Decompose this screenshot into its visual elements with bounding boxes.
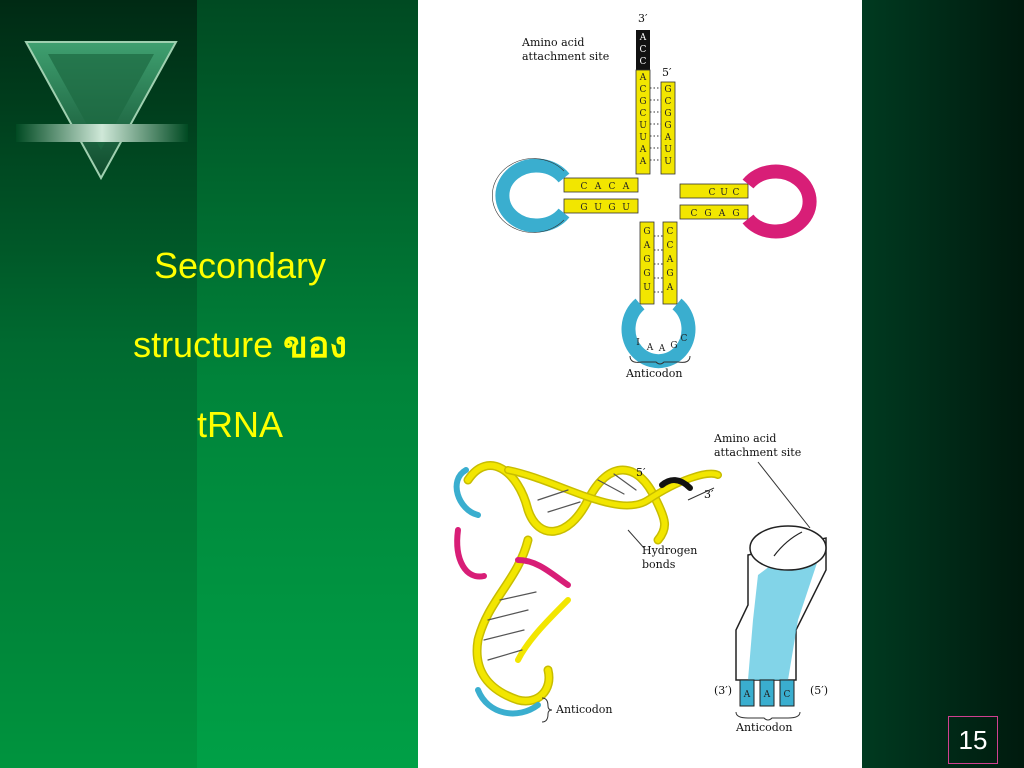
acceptor-stem-left xyxy=(635,69,651,175)
anticodon-loop xyxy=(621,298,696,369)
cylinder-five-prime-label: (5′) xyxy=(810,684,828,697)
t-loop xyxy=(742,164,817,239)
svg-text:U: U xyxy=(594,203,602,213)
top-amino-site-label-2: attachment site xyxy=(522,50,609,63)
svg-text:G: G xyxy=(639,97,646,107)
svg-text:C: C xyxy=(609,182,616,192)
title-line-3: tRNA xyxy=(196,404,283,445)
svg-text:C: C xyxy=(640,57,647,67)
hydrogen-bonds-label-2: bonds xyxy=(642,558,676,571)
svg-text:U: U xyxy=(622,203,630,213)
top-amino-site-label-1: Amino acid xyxy=(521,36,584,49)
acceptor-stem-right xyxy=(660,81,676,175)
title-word-structure: structure xyxy=(133,324,274,365)
svg-text:A: A xyxy=(639,33,647,43)
background-center-panel xyxy=(197,0,418,768)
svg-text:C: C xyxy=(667,241,674,251)
svg-text:G: G xyxy=(704,209,711,219)
svg-text:G: G xyxy=(608,203,615,213)
top-five-prime-label: 5′ xyxy=(662,66,672,79)
svg-text:G: G xyxy=(643,227,650,237)
svg-text:A: A xyxy=(666,283,674,293)
svg-text:A: A xyxy=(718,209,726,219)
svg-text:G: G xyxy=(643,255,650,265)
svg-text:C: C xyxy=(665,97,672,107)
bottom-amino-site-label-1: Amino acid xyxy=(713,432,776,445)
cylinder-three-prime-label: (3′) xyxy=(714,684,732,697)
svg-text:A: A xyxy=(664,133,672,143)
svg-text:A: A xyxy=(763,690,771,700)
svg-text:G: G xyxy=(732,209,739,219)
top-three-prime-label: 3′ xyxy=(638,12,648,25)
svg-text:G: G xyxy=(664,121,671,131)
triangle-logo-icon xyxy=(16,41,188,181)
svg-text:A: A xyxy=(666,255,674,265)
svg-text:A: A xyxy=(639,145,647,155)
svg-text:A: A xyxy=(658,344,666,354)
svg-text:A: A xyxy=(594,182,602,192)
svg-text:G: G xyxy=(643,269,650,279)
d-loop xyxy=(495,158,570,233)
svg-text:C: C xyxy=(681,334,688,344)
svg-text:U: U xyxy=(664,145,672,155)
svg-text:U: U xyxy=(639,121,647,131)
slide-title: Secondary structure ของ tRNA xyxy=(100,226,380,464)
svg-text:A: A xyxy=(743,690,751,700)
svg-text:A: A xyxy=(622,182,630,192)
bottom-anticodon-label-left: Anticodon xyxy=(555,703,613,716)
svg-text:I: I xyxy=(636,338,640,348)
svg-text:A: A xyxy=(639,73,647,83)
hydrogen-bonds-label-1: Hydrogen xyxy=(642,544,697,557)
page-number: 15 xyxy=(948,716,998,764)
svg-text:U: U xyxy=(720,188,728,198)
top-anticodon-label: Anticodon xyxy=(625,367,683,380)
svg-text:C: C xyxy=(581,182,588,192)
bottom-three-prime-label: 3′ xyxy=(704,488,714,501)
svg-text:C: C xyxy=(691,209,698,219)
trna-cylinder-model xyxy=(735,525,827,707)
bottom-anticodon-label-right: Anticodon xyxy=(735,721,793,734)
svg-text:G: G xyxy=(664,109,671,119)
svg-text:U: U xyxy=(664,157,672,167)
bottom-amino-site-label-2: attachment site xyxy=(714,446,801,459)
title-line-2: structure ของ xyxy=(100,305,380,385)
svg-text:G: G xyxy=(670,341,677,351)
svg-text:U: U xyxy=(643,283,651,293)
background-right-panel xyxy=(862,0,1024,768)
svg-text:G: G xyxy=(666,269,673,279)
svg-text:G: G xyxy=(664,85,671,95)
title-line-1: Secondary xyxy=(153,245,327,286)
svg-text:C: C xyxy=(640,85,647,95)
svg-text:G: G xyxy=(580,203,587,213)
svg-text:A: A xyxy=(639,157,647,167)
bottom-five-prime-label: 5′ xyxy=(636,466,646,479)
acceptor-end xyxy=(636,30,650,70)
title-word-thai: ของ xyxy=(283,324,347,366)
trna-3d-ribbon xyxy=(453,461,722,717)
svg-text:C: C xyxy=(640,45,647,55)
svg-text:C: C xyxy=(640,109,647,119)
svg-text:U: U xyxy=(639,133,647,143)
trna-diagram: A C C A C G C U U A A G C G G A U U C A … xyxy=(453,12,828,734)
svg-text:C: C xyxy=(784,690,791,700)
svg-text:C: C xyxy=(733,188,740,198)
svg-text:A: A xyxy=(646,343,654,353)
svg-text:C: C xyxy=(667,227,674,237)
svg-text:C: C xyxy=(709,188,716,198)
svg-text:A: A xyxy=(643,241,651,251)
